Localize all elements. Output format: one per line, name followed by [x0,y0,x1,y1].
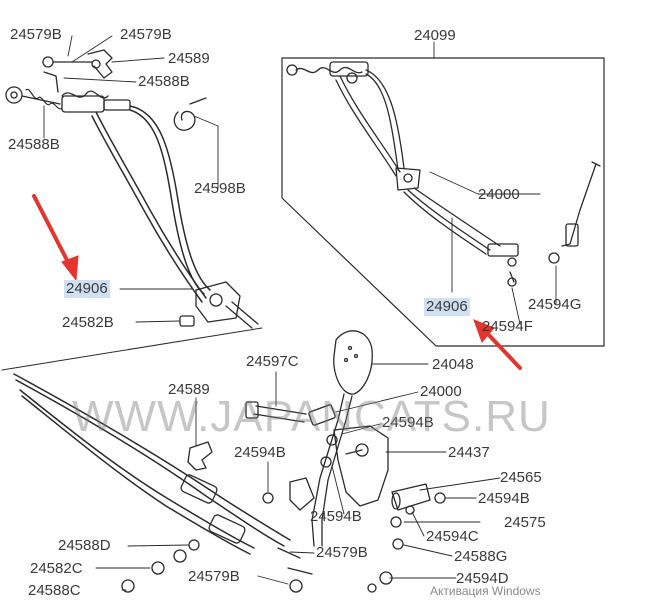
callout-24582c: 24582C [30,560,83,577]
callout-24594d: 24594D [456,570,509,587]
leader-lines [43,35,557,591]
callout-24579b: 24579B [10,26,62,43]
callout-24594g: 24594G [528,296,582,313]
inset-frame [281,57,605,347]
callout-24588c: 24588C [28,582,81,599]
callout-24579b: 24579B [316,544,368,561]
cable-assembly-lower [13,373,313,593]
red-arrow-left [32,194,72,268]
callout-24588b: 24588B [8,136,60,153]
callout-24588d: 24588D [58,537,111,554]
cable-assembly-top-left [5,49,259,329]
callout-24575: 24575 [504,514,546,531]
callout-24565: 24565 [500,469,542,486]
callout-24906-left: 24906 [64,280,110,298]
callout-24594b: 24594B [234,444,286,461]
callout-24588g: 24588G [454,548,508,565]
callout-24589: 24589 [168,50,210,67]
callout-24588b: 24588B [138,73,190,90]
callout-24579b: 24579B [188,568,240,585]
callout-24594b: 24594B [382,414,434,431]
callout-24579b: 24579B [120,26,172,43]
callout-24582b: 24582B [62,314,114,331]
watermark-text: WWW.JAPANCATS.RU [72,392,551,441]
callout-24594b: 24594B [310,508,362,525]
callout-24594c: 24594C [426,528,479,545]
callout-24598b: 24598B [194,180,246,197]
callout-24589: 24589 [168,381,210,398]
callout-24906-inset: 24906 [424,298,470,316]
windows-activation-notice: Активация Windows [430,584,541,598]
callout-24099: 24099 [414,27,456,44]
red-arrow-right [484,330,522,370]
callout-24000-inset: 24000 [478,186,520,203]
red-arrow-right-head [473,319,495,343]
callout-24000: 24000 [420,383,462,400]
red-arrow-left-head [61,255,79,282]
callout-24437: 24437 [448,444,490,461]
section-divider [1,327,263,371]
callout-24597c: 24597C [246,353,299,370]
cable-assembly-inset [286,61,601,287]
callout-24048: 24048 [432,356,474,373]
callout-24594f: 24594F [482,318,533,335]
red-arrows [32,194,522,370]
callout-24594b: 24594B [478,490,530,507]
